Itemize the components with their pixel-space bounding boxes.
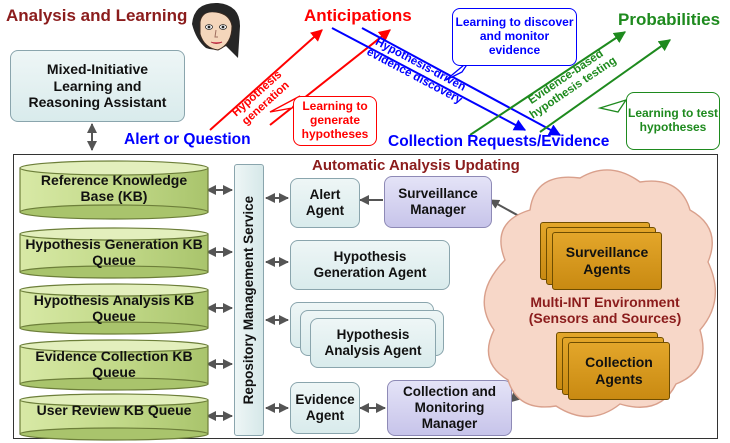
learning-generate-callout: Learning to generate hypotheses bbox=[293, 96, 377, 146]
learning-test-callout: Learning to test hypotheses bbox=[626, 92, 720, 150]
alert-or-question-label: Alert or Question bbox=[124, 131, 251, 148]
hypothesis-generation-queue-label: Hypothesis Generation KB Queue bbox=[25, 236, 203, 269]
surveillance-manager: Surveillance Manager bbox=[384, 176, 492, 228]
hypothesis-testing-arrow-2 bbox=[539, 39, 671, 133]
user-review-queue-cylinder bbox=[19, 393, 209, 441]
anticipation-arrow-2 bbox=[269, 29, 391, 126]
evidence-agent: Evidence Agent bbox=[290, 382, 360, 434]
hypothesis-analysis-agent: Hypothesis Analysis Agent bbox=[310, 318, 436, 368]
learning-discover-callout: Learning to discover and monitor evidenc… bbox=[452, 8, 577, 66]
analyst-face-icon bbox=[192, 2, 240, 59]
page-title: Analysis and Learning bbox=[6, 6, 188, 25]
evidence-discovery-arrow-2 bbox=[361, 27, 562, 136]
evidence-collection-queue-label: Evidence Collection KB Queue bbox=[35, 348, 193, 381]
evidence-discovery-arrow bbox=[331, 27, 527, 131]
automatic-analysis-frame bbox=[13, 154, 718, 439]
hypothesis-generation-queue-cylinder bbox=[19, 227, 209, 279]
hypothesis-generation-agent: Hypothesis Generation Agent bbox=[290, 240, 450, 290]
reference-kb-label: Reference Knowledge Base (KB) bbox=[40, 172, 188, 205]
collection-agents: Collection Agents bbox=[568, 342, 670, 400]
hypothesis-analysis-queue-cylinder bbox=[19, 283, 209, 335]
collection-monitoring-manager: Collection and Monitoring Manager bbox=[387, 380, 512, 436]
hypothesis-testing-arrow bbox=[469, 31, 626, 136]
user-review-queue-label: User Review KB Queue bbox=[36, 402, 192, 418]
repository-management-service: Repository Management Service bbox=[234, 164, 264, 436]
learning-assistant-box: Mixed-Initiative Learning and Reasoning … bbox=[10, 50, 185, 122]
reference-kb-cylinder bbox=[19, 160, 209, 220]
anticipations-label: Anticipations bbox=[304, 6, 412, 25]
evidence-collection-queue-cylinder bbox=[19, 339, 209, 391]
collection-requests-label: Collection Requests/Evidence bbox=[388, 133, 610, 150]
alert-agent: Alert Agent bbox=[290, 178, 360, 228]
surveillance-agents: Surveillance Agents bbox=[552, 232, 662, 290]
hypothesis-generation-arrow bbox=[209, 29, 323, 131]
hypothesis-analysis-queue-label: Hypothesis Analysis KB Queue bbox=[33, 292, 195, 325]
frame-title: Automatic Analysis Updating bbox=[312, 157, 520, 174]
probabilities-label: Probabilities bbox=[618, 10, 721, 29]
multi-int-environment-label: Multi-INT Environment (Sensors and Sourc… bbox=[528, 294, 682, 327]
